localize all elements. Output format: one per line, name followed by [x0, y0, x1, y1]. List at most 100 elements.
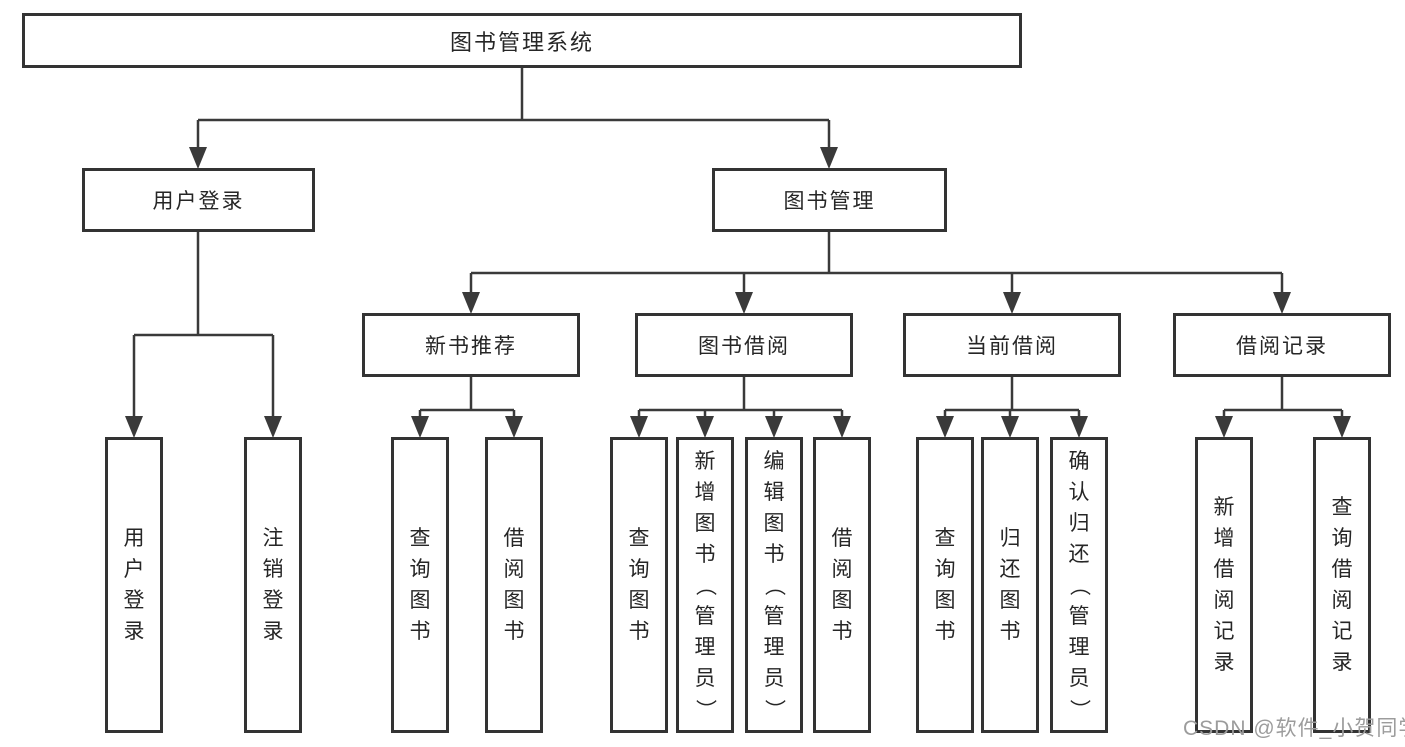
- vertical-char: 理: [694, 635, 716, 659]
- arrowhead: [820, 147, 838, 169]
- node-book-management: 图书管理: [712, 168, 947, 232]
- vertical-char: 录: [262, 620, 284, 643]
- vertical-char: 还: [999, 558, 1021, 581]
- leaf-query-book: 查询图书: [610, 437, 668, 733]
- arrowhead: [1070, 416, 1088, 438]
- vertical-char: 理: [1068, 635, 1090, 659]
- vertical-char: （: [693, 574, 717, 596]
- vertical-char: 借: [1213, 558, 1235, 581]
- vertical-char: 理: [763, 635, 785, 659]
- vertical-char: 记: [1213, 620, 1235, 643]
- edge-userlogin-to-leaves: [132, 232, 275, 419]
- vertical-char: 书: [999, 620, 1021, 643]
- vertical-char: 图: [763, 511, 785, 535]
- vertical-char: 销: [262, 558, 284, 581]
- vertical-char: 管: [1068, 604, 1090, 628]
- node-library-management-system: 图书管理系统: [22, 13, 1022, 68]
- arrowhead: [125, 416, 143, 438]
- arrowhead: [505, 416, 523, 438]
- leaf-user-login: 用户登录: [105, 437, 163, 733]
- vertical-char: 图: [999, 589, 1021, 612]
- edge-current-to-leaves: [943, 377, 1081, 419]
- vertical-char: 员: [694, 666, 716, 690]
- arrowhead: [696, 416, 714, 438]
- vertical-char: 书: [503, 620, 525, 643]
- arrowhead: [735, 292, 753, 314]
- vertical-char: 借: [831, 527, 853, 550]
- vertical-char: 新: [1213, 496, 1235, 519]
- vertical-char: 登: [123, 589, 145, 612]
- vertical-char: 图: [831, 589, 853, 612]
- vertical-char: （: [762, 574, 786, 596]
- vertical-char: 询: [628, 558, 650, 581]
- vertical-char: 图: [694, 511, 716, 535]
- arrowhead: [264, 416, 282, 438]
- edge-recommend-to-leaves: [418, 377, 516, 419]
- vertical-char: ）: [762, 698, 786, 720]
- vertical-char: 录: [1331, 651, 1353, 674]
- vertical-char: 录: [1213, 651, 1235, 674]
- leaf-add-borrow-record: 新增借阅记录: [1195, 437, 1253, 733]
- vertical-char: ）: [1067, 698, 1091, 720]
- vertical-char: 书: [934, 620, 956, 643]
- leaf-return-book: 归还图书: [981, 437, 1039, 733]
- arrowhead: [1273, 292, 1291, 314]
- edge-bookmgmt-to-level2: [469, 232, 1284, 295]
- vertical-char: 借: [1331, 558, 1353, 581]
- vertical-char: 员: [763, 666, 785, 690]
- node-book-borrowing: 图书借阅: [635, 313, 853, 377]
- leaf-query-book: 查询图书: [391, 437, 449, 733]
- csdn-watermark: CSDN @软件_小贺同学: [1183, 717, 1405, 740]
- leaf-query-borrow-record: 查询借阅记录: [1313, 437, 1371, 733]
- leaf-confirm-return-admin: 确认归还（管理员）: [1050, 437, 1108, 733]
- node-new-book-recommendation: 新书推荐: [362, 313, 580, 377]
- arrowhead: [833, 416, 851, 438]
- vertical-char: 记: [1331, 620, 1353, 643]
- vertical-char: 辑: [763, 480, 785, 504]
- vertical-char: 新: [694, 449, 716, 473]
- vertical-char: 书: [694, 542, 716, 566]
- vertical-char: 阅: [1331, 589, 1353, 612]
- arrowhead: [1003, 292, 1021, 314]
- vertical-char: ）: [693, 698, 717, 720]
- leaf-borrow-book: 借阅图书: [813, 437, 871, 733]
- edge-borrowing-to-leaves: [637, 377, 844, 419]
- vertical-char: 登: [262, 589, 284, 612]
- vertical-char: 管: [763, 604, 785, 628]
- vertical-char: 管: [694, 604, 716, 628]
- vertical-char: 书: [409, 620, 431, 643]
- vertical-char: 用: [123, 527, 145, 550]
- vertical-char: 户: [123, 558, 145, 581]
- arrowhead: [462, 292, 480, 314]
- arrowhead: [1215, 416, 1233, 438]
- vertical-char: 阅: [831, 558, 853, 581]
- vertical-char: 增: [1213, 527, 1235, 550]
- vertical-char: 查: [934, 527, 956, 550]
- node-user-login: 用户登录: [82, 168, 315, 232]
- vertical-char: 询: [409, 558, 431, 581]
- node-current-borrowing: 当前借阅: [903, 313, 1121, 377]
- vertical-char: 阅: [1213, 589, 1235, 612]
- vertical-char: 图: [628, 589, 650, 612]
- vertical-char: 查: [628, 527, 650, 550]
- vertical-char: 书: [628, 620, 650, 643]
- vertical-char: 书: [831, 620, 853, 643]
- leaf-query-book: 查询图书: [916, 437, 974, 733]
- vertical-char: 增: [694, 480, 716, 504]
- vertical-char: （: [1067, 574, 1091, 596]
- vertical-char: 图: [409, 589, 431, 612]
- leaf-logout: 注销登录: [244, 437, 302, 733]
- vertical-char: 图: [503, 589, 525, 612]
- leaf-edit-book-admin: 编辑图书（管理员）: [745, 437, 803, 733]
- vertical-char: 借: [503, 527, 525, 550]
- vertical-char: 录: [123, 620, 145, 643]
- arrowhead: [189, 147, 207, 169]
- arrowhead: [1001, 416, 1019, 438]
- vertical-char: 还: [1068, 542, 1090, 566]
- vertical-char: 确: [1068, 449, 1090, 473]
- vertical-char: 编: [763, 449, 785, 473]
- vertical-char: 归: [999, 527, 1021, 550]
- vertical-char: 查: [1331, 496, 1353, 519]
